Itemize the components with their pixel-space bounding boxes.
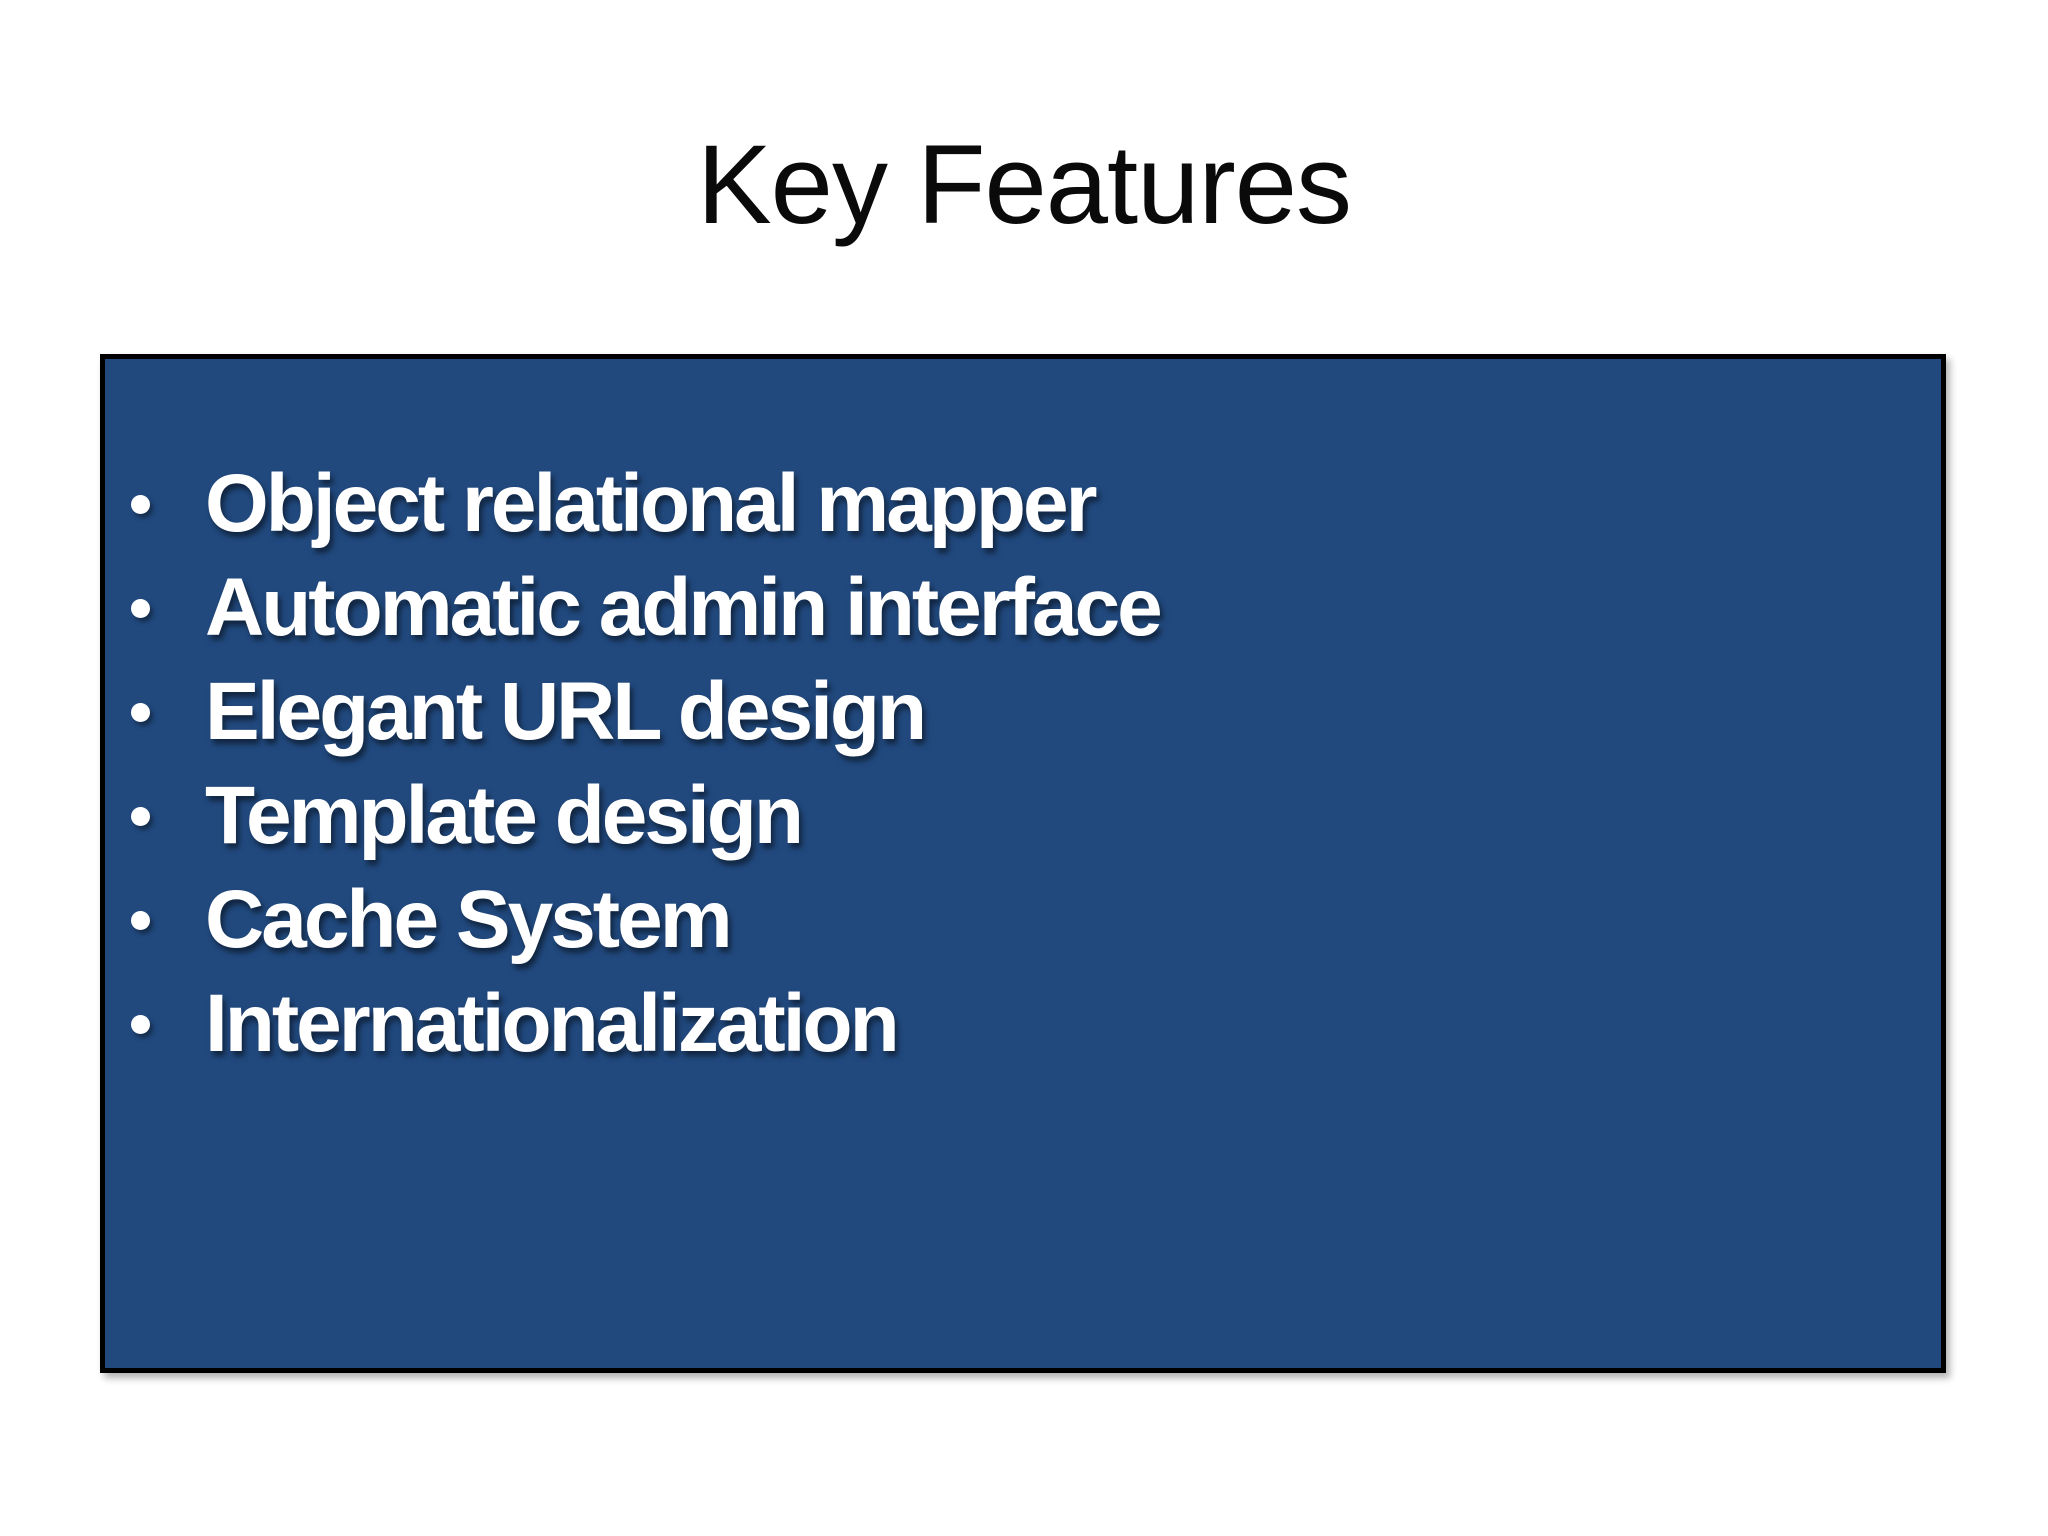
bullet-icon — [131, 702, 150, 722]
feature-label: Object relational mapper — [205, 458, 1097, 549]
feature-label: Cache System — [205, 874, 733, 965]
list-item: Object relational mapper — [105, 452, 1941, 556]
features-box: Object relational mapper Automatic admin… — [100, 354, 1946, 1373]
list-item: Internationalization — [105, 972, 1941, 1076]
feature-label: Elegant URL design — [205, 666, 927, 757]
bullet-icon — [131, 494, 150, 514]
bullet-icon — [131, 910, 150, 930]
bullet-icon — [131, 1014, 150, 1034]
list-item: Automatic admin interface — [105, 556, 1941, 660]
list-item: Cache System — [105, 868, 1941, 972]
list-item: Template design — [105, 764, 1941, 868]
feature-label: Template design — [205, 770, 804, 861]
feature-list: Object relational mapper Automatic admin… — [105, 359, 1941, 1076]
bullet-icon — [131, 806, 150, 826]
list-item: Elegant URL design — [105, 660, 1941, 764]
slide-title: Key Features — [696, 122, 1352, 247]
feature-label: Internationalization — [205, 978, 900, 1069]
feature-label: Automatic admin interface — [205, 562, 1163, 653]
bullet-icon — [131, 598, 150, 618]
